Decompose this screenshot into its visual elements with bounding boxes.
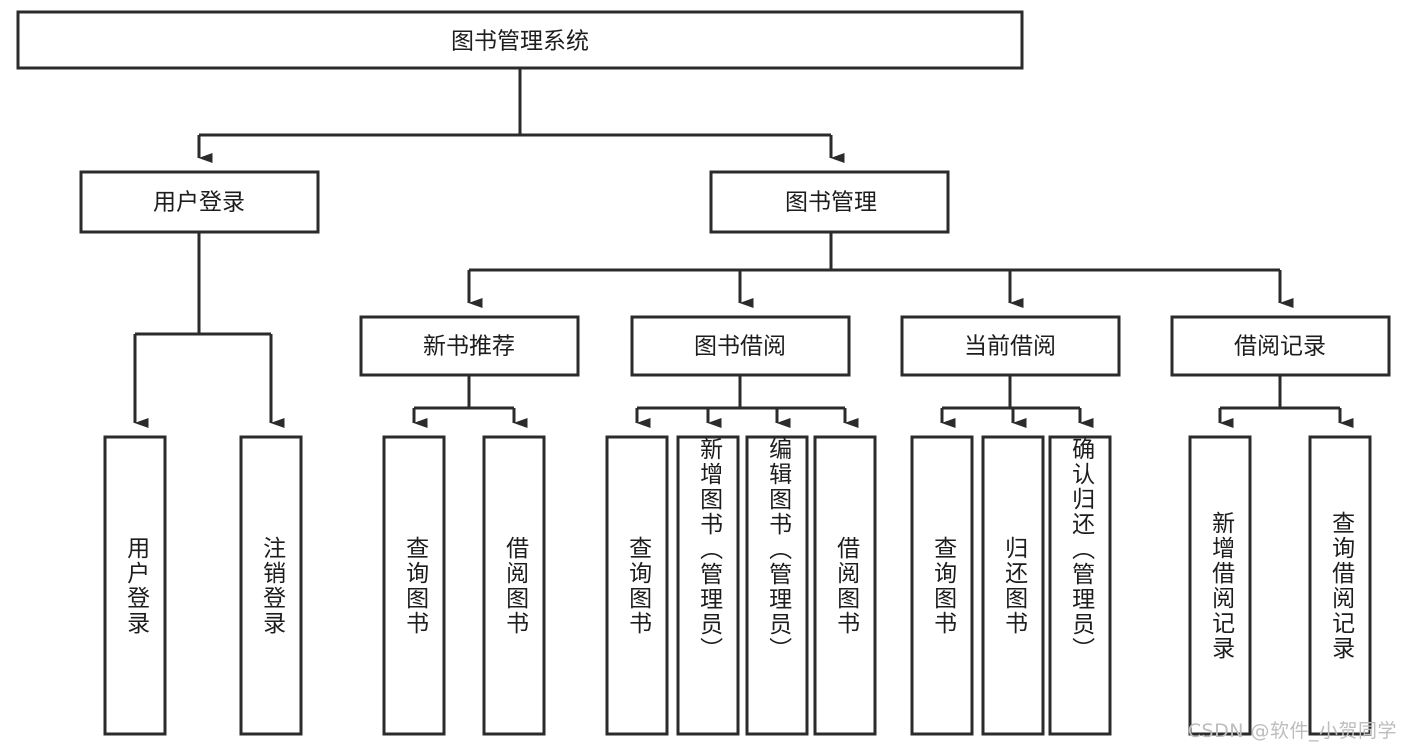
leaf-box-return-book[interactable] xyxy=(981,435,1045,736)
node-book-borrow-label: 图书借阅 xyxy=(694,334,786,360)
watermark-text: CSDN @软件_小贺同学 xyxy=(1187,720,1397,742)
leaf-box-edit-book[interactable] xyxy=(745,435,809,736)
node-root-label: 图书管理系统 xyxy=(451,29,589,55)
node-borrow-record[interactable]: 借阅记录 xyxy=(1170,315,1391,377)
connector-userlogin-to-leaves xyxy=(133,232,285,428)
leaf-box-add-book[interactable] xyxy=(676,435,740,736)
leaf-box-add-record[interactable] xyxy=(1188,435,1252,736)
node-root[interactable]: 图书管理系统 xyxy=(16,10,1024,70)
node-user-login-label: 用户登录 xyxy=(153,190,245,216)
leaf-box-query-book-2[interactable] xyxy=(605,435,669,736)
node-borrow-record-label: 借阅记录 xyxy=(1234,334,1326,360)
node-current-borrow[interactable]: 当前借阅 xyxy=(900,315,1121,377)
connector-root-to-level2 xyxy=(197,68,845,163)
leaf-box-borrow-book-1[interactable] xyxy=(482,435,546,736)
connector-bookmanage-to-level3 xyxy=(467,232,1294,308)
node-new-book-recommend-label: 新书推荐 xyxy=(423,334,515,360)
node-book-borrow[interactable]: 图书借阅 xyxy=(630,315,851,377)
node-current-borrow-label: 当前借阅 xyxy=(964,334,1056,360)
leaf-box-query-book-3[interactable] xyxy=(910,435,974,736)
connector-borrowrecord-to-leaves xyxy=(1218,375,1354,428)
leaf-box-user-login[interactable] xyxy=(103,435,167,736)
leaf-box-confirm-return[interactable] xyxy=(1048,435,1112,736)
leaf-box-logout-login[interactable] xyxy=(239,435,303,736)
leaf-box-query-book-1[interactable] xyxy=(382,435,446,736)
connector-newbook-to-leaves xyxy=(412,375,528,428)
leaf-box-query-record[interactable] xyxy=(1308,435,1372,736)
node-book-manage[interactable]: 图书管理 xyxy=(709,170,950,234)
node-new-book-recommend[interactable]: 新书推荐 xyxy=(359,315,580,377)
connector-currentborrow-to-leaves xyxy=(940,375,1094,428)
node-user-login[interactable]: 用户登录 xyxy=(79,170,320,234)
connector-bookborrow-to-leaves xyxy=(635,375,859,428)
leaf-box-borrow-book-2[interactable] xyxy=(813,435,877,736)
node-book-manage-label: 图书管理 xyxy=(785,190,877,216)
